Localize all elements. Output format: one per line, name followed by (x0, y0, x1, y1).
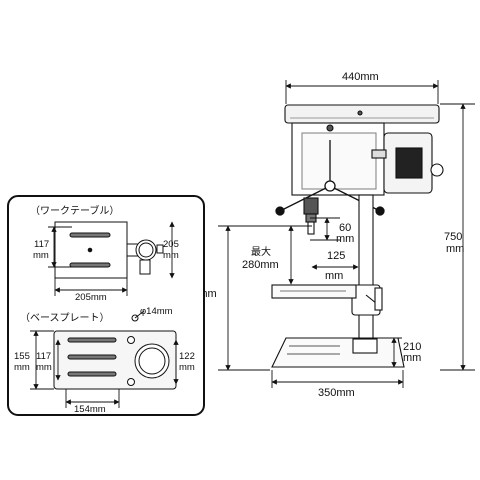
column (358, 194, 374, 344)
chuck (303, 197, 319, 215)
base (271, 337, 405, 368)
work-table-dims (48, 221, 175, 296)
wt-clamp-unit: mm (163, 250, 179, 261)
switch-knob (430, 163, 444, 177)
bp-hole-diameter: φ14mm (140, 306, 173, 317)
spindle-travel-value: 60 (339, 222, 351, 234)
total-height-value: 750 (444, 231, 462, 243)
wt-clamp-value: 205 (163, 239, 179, 250)
work-table-title: （ワークテーブル） (30, 204, 119, 217)
base-width-label: 350mm (318, 387, 355, 399)
wt-depth-unit: mm (33, 250, 49, 261)
base-height-value: 210 (403, 341, 421, 353)
base-plate-title: （ベースプレート） (20, 312, 110, 324)
mount-hole (127, 336, 135, 344)
wt-depth-value: 117 (34, 239, 49, 250)
throat-value: 125 (327, 250, 345, 262)
bp-right-unit: mm (179, 362, 195, 373)
spindle-travel-unit: mm (336, 233, 354, 245)
max-stroke-label: 最大 (251, 245, 271, 258)
bp-inner-depth-unit: mm (36, 362, 52, 373)
throat-unit: mm (325, 270, 343, 282)
top-width-label: 440mm (342, 71, 379, 83)
bp-inner-depth-value: 117 (36, 351, 51, 362)
bp-outer-depth-value: 155 (14, 351, 30, 362)
feed-handles (275, 140, 385, 216)
base-height-unit: mm (403, 352, 421, 364)
base-plate-dims (30, 310, 179, 408)
bp-right-value: 122 (179, 351, 195, 362)
main-dimension-lines (218, 80, 475, 388)
wt-width-label: 205mm (75, 292, 107, 303)
work-table-detail (54, 221, 164, 279)
drill-press-drawing (271, 104, 444, 368)
total-height-unit: mm (446, 243, 464, 255)
bp-outer-depth-unit: mm (14, 362, 30, 373)
base-plate-detail (53, 314, 177, 390)
max-stroke-value: 280mm (242, 259, 279, 271)
bp-slot-width: 154mm (74, 404, 106, 415)
